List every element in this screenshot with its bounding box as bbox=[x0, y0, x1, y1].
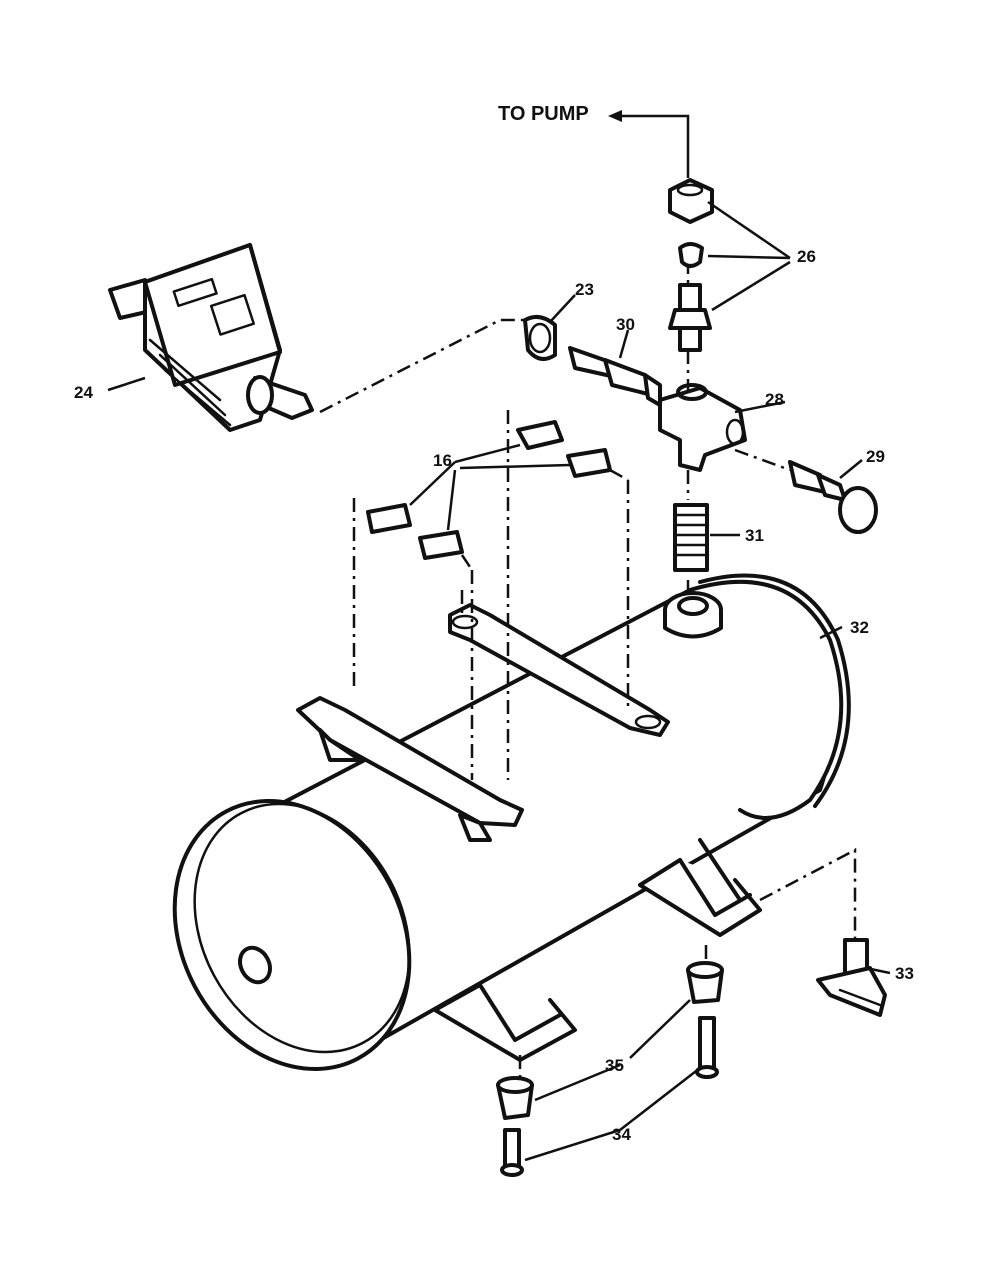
callout-34: 34 bbox=[612, 1125, 631, 1144]
pressure-switch bbox=[108, 243, 314, 432]
air-tank bbox=[172, 573, 851, 1071]
callout-23: 23 bbox=[575, 280, 594, 299]
to-pump-arrow bbox=[608, 110, 690, 178]
callout-29: 29 bbox=[866, 447, 885, 466]
drain-valve-33 bbox=[816, 938, 887, 1017]
safety-valve-29 bbox=[788, 460, 878, 534]
assembly-centerlines bbox=[319, 260, 857, 1080]
callout-28: 28 bbox=[765, 390, 784, 409]
rubber-pads bbox=[366, 420, 612, 560]
mounting-bracket-rear bbox=[448, 603, 670, 737]
mounting-bracket-front bbox=[296, 696, 524, 842]
callout-31: 31 bbox=[745, 526, 764, 545]
callout-30: 30 bbox=[616, 315, 635, 334]
tee-fitting-28 bbox=[658, 383, 747, 472]
callout-16: 16 bbox=[433, 451, 452, 470]
callout-35: 35 bbox=[605, 1056, 624, 1075]
check-valve-30 bbox=[568, 346, 662, 407]
nipple-31 bbox=[673, 503, 709, 572]
tank-legs bbox=[433, 838, 762, 1062]
callout-24: 24 bbox=[74, 383, 93, 402]
callout-26: 26 bbox=[797, 247, 816, 266]
to-pump-label: TO PUMP bbox=[498, 103, 589, 125]
rubber-feet-35 bbox=[496, 961, 724, 1120]
fittings-26 bbox=[668, 178, 714, 352]
callout-32: 32 bbox=[850, 618, 869, 637]
callout-numbers: 23 24 26 28 29 30 31 32 33 34 35 16 bbox=[74, 247, 914, 1144]
screws-34 bbox=[500, 1016, 719, 1177]
fitting-23 bbox=[523, 314, 557, 361]
callout-leaders bbox=[107, 200, 891, 1162]
callout-33: 33 bbox=[895, 964, 914, 983]
